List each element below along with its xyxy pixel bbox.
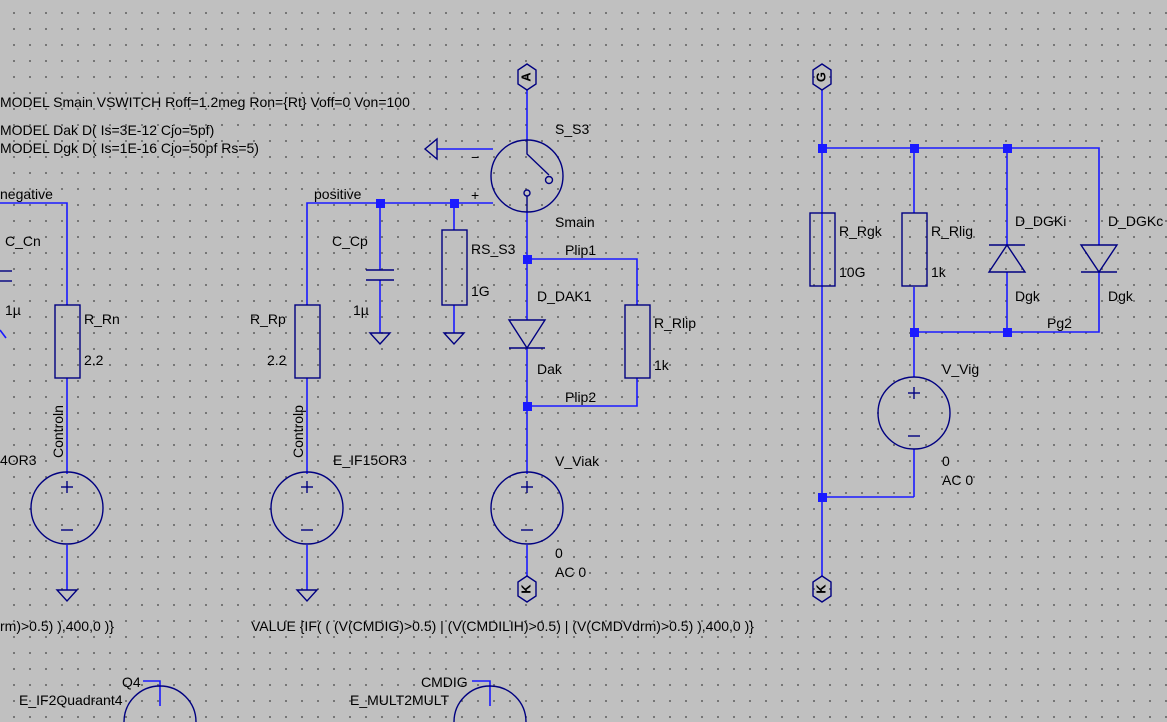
r-rp-name: R_Rp: [250, 311, 286, 327]
e-if15or3-name: E_IF15OR3: [333, 452, 407, 468]
e-left-source[interactable]: [30, 471, 104, 545]
v-vig-ac: AC 0: [942, 472, 973, 488]
net-label-controln: Controln: [50, 405, 66, 458]
net-label-pg2: Pg2: [1047, 315, 1072, 331]
v-viak-source[interactable]: [490, 471, 564, 545]
r-rgk-resistor[interactable]: [809, 212, 836, 287]
c-cn-name: C_Cn: [5, 233, 41, 249]
ground-symbol: [442, 332, 466, 346]
r-rlip-name: R_Rlip: [654, 315, 696, 331]
junction-dot: [1003, 328, 1012, 337]
s-s3-plus-terminal: +: [471, 187, 479, 203]
junction-dot: [910, 144, 919, 153]
c-cn-capacitor[interactable]: [0, 270, 12, 282]
net-label-positive: positive: [314, 186, 362, 202]
v-viak-value: 0: [555, 545, 563, 561]
v-viak-name: V_Viak: [555, 453, 600, 469]
v-viak-ac: AC 0: [555, 564, 586, 580]
model-smain-directive: MODEL Smain VSWITCH Roff=1.2meg Ron={Rt}…: [0, 94, 410, 110]
model-dak-directive: MODEL Dak D( Is=3E-12 Cjo=5pf): [0, 122, 214, 138]
d-dgkc-diode[interactable]: [1079, 244, 1119, 274]
r-rlig-name: R_Rlig: [931, 223, 973, 239]
d-dgkc-model: Dgk: [1108, 288, 1134, 304]
net-label-negative: negative: [0, 186, 53, 202]
junction-dot: [376, 199, 385, 208]
junction-dot: [523, 255, 532, 264]
d-dak1-name: D_DAK1: [537, 288, 592, 304]
r-rlig-value: 1k: [931, 264, 947, 280]
svg-text:A: A: [518, 72, 533, 82]
junction-dot: [910, 328, 919, 337]
e-if2quadrant4-partial[interactable]: [123, 680, 197, 722]
ground-symbol: [368, 332, 392, 346]
junction-dot: [450, 199, 459, 208]
v-vig-name: V_Vig: [942, 361, 979, 377]
r-rn-value: 2.2: [84, 352, 104, 368]
net-label-plip2: Plip2: [565, 389, 596, 405]
r-rgk-name: R_Rgk: [839, 223, 883, 239]
svg-text:K: K: [518, 584, 533, 594]
s-s3-minus-terminal: −: [471, 149, 479, 165]
net-label-controlp: Controlp: [290, 405, 306, 458]
c-cn-value: 1µ: [5, 302, 21, 318]
e-if15or3-expression: VALUE {IF( ( (V(CMDIG)>0.5) | (V(CMDILIH…: [251, 618, 754, 634]
port-a[interactable]: A: [517, 63, 537, 91]
junction-dot: [523, 402, 532, 411]
port-k-gate[interactable]: K: [812, 575, 832, 603]
port-g[interactable]: G: [812, 63, 832, 91]
svg-text:K: K: [813, 584, 828, 594]
ground-symbol: [295, 589, 319, 603]
junction-dot: [818, 144, 827, 153]
d-dgki-diode[interactable]: [987, 243, 1027, 273]
r-rn-resistor[interactable]: [54, 304, 81, 379]
switch-control-arrow: [423, 137, 438, 161]
left-source-expression: rm)>0.5) ),400,0 )}: [0, 618, 114, 634]
d-dgkc-name: D_DGKc: [1108, 213, 1163, 229]
model-dgk-directive: MODEL Dgk D( Is=1E-16 Cjo=50pf Rs=5): [0, 140, 259, 156]
net-label-plip1: Plip1: [565, 242, 596, 258]
negative-branch: [0, 202, 68, 590]
d-dak1-diode[interactable]: [507, 319, 547, 350]
s-s3-switch[interactable]: [490, 139, 564, 213]
ground-symbol: [55, 589, 79, 603]
e-left-name: 4OR3: [0, 452, 37, 468]
e-if15or3-source[interactable]: [270, 471, 344, 545]
c-cp-name: C_Cp: [332, 233, 368, 249]
d-dak1-model: Dak: [537, 361, 563, 377]
s-s3-model: Smain: [555, 214, 595, 230]
port-k[interactable]: K: [517, 575, 537, 603]
r-rlig-resistor[interactable]: [901, 212, 928, 287]
r-rgk-value: 10G: [839, 264, 865, 280]
gate-branch-wires: [821, 89, 1100, 576]
v-vig-value: 0: [942, 453, 950, 469]
r-rlip-value: 1k: [654, 357, 670, 373]
rs-s3-value: 1G: [471, 283, 490, 299]
r-rlip-resistor[interactable]: [624, 304, 651, 379]
e-mult2mult-partial[interactable]: [453, 680, 527, 722]
d-dgki-name: D_DGKi: [1015, 213, 1066, 229]
r-rp-resistor[interactable]: [294, 304, 321, 379]
d-dgki-model: Dgk: [1015, 288, 1041, 304]
s-s3-name: S_S3: [555, 121, 589, 137]
svg-text:G: G: [813, 72, 828, 82]
net-label-q4: Q4: [122, 674, 141, 690]
net-label-cmdig: CMDIG: [421, 674, 468, 690]
c-cp-value: 1µ: [353, 302, 369, 318]
v-vig-source[interactable]: [877, 376, 951, 450]
r-rn-name: R_Rn: [84, 311, 120, 327]
junction-dot: [1003, 144, 1012, 153]
junction-dot: [818, 493, 827, 502]
r-rp-value: 2.2: [267, 352, 287, 368]
c-cp-capacitor[interactable]: [366, 269, 394, 281]
e-if2quadrant4-name: E_IF2Quadrant4: [19, 692, 123, 708]
rs-s3-name: RS_S3: [471, 241, 516, 257]
e-mult2mult-name: E_MULT2MULT: [350, 692, 450, 708]
rs-s3-resistor[interactable]: [441, 229, 468, 306]
positive-branch: [306, 202, 493, 590]
